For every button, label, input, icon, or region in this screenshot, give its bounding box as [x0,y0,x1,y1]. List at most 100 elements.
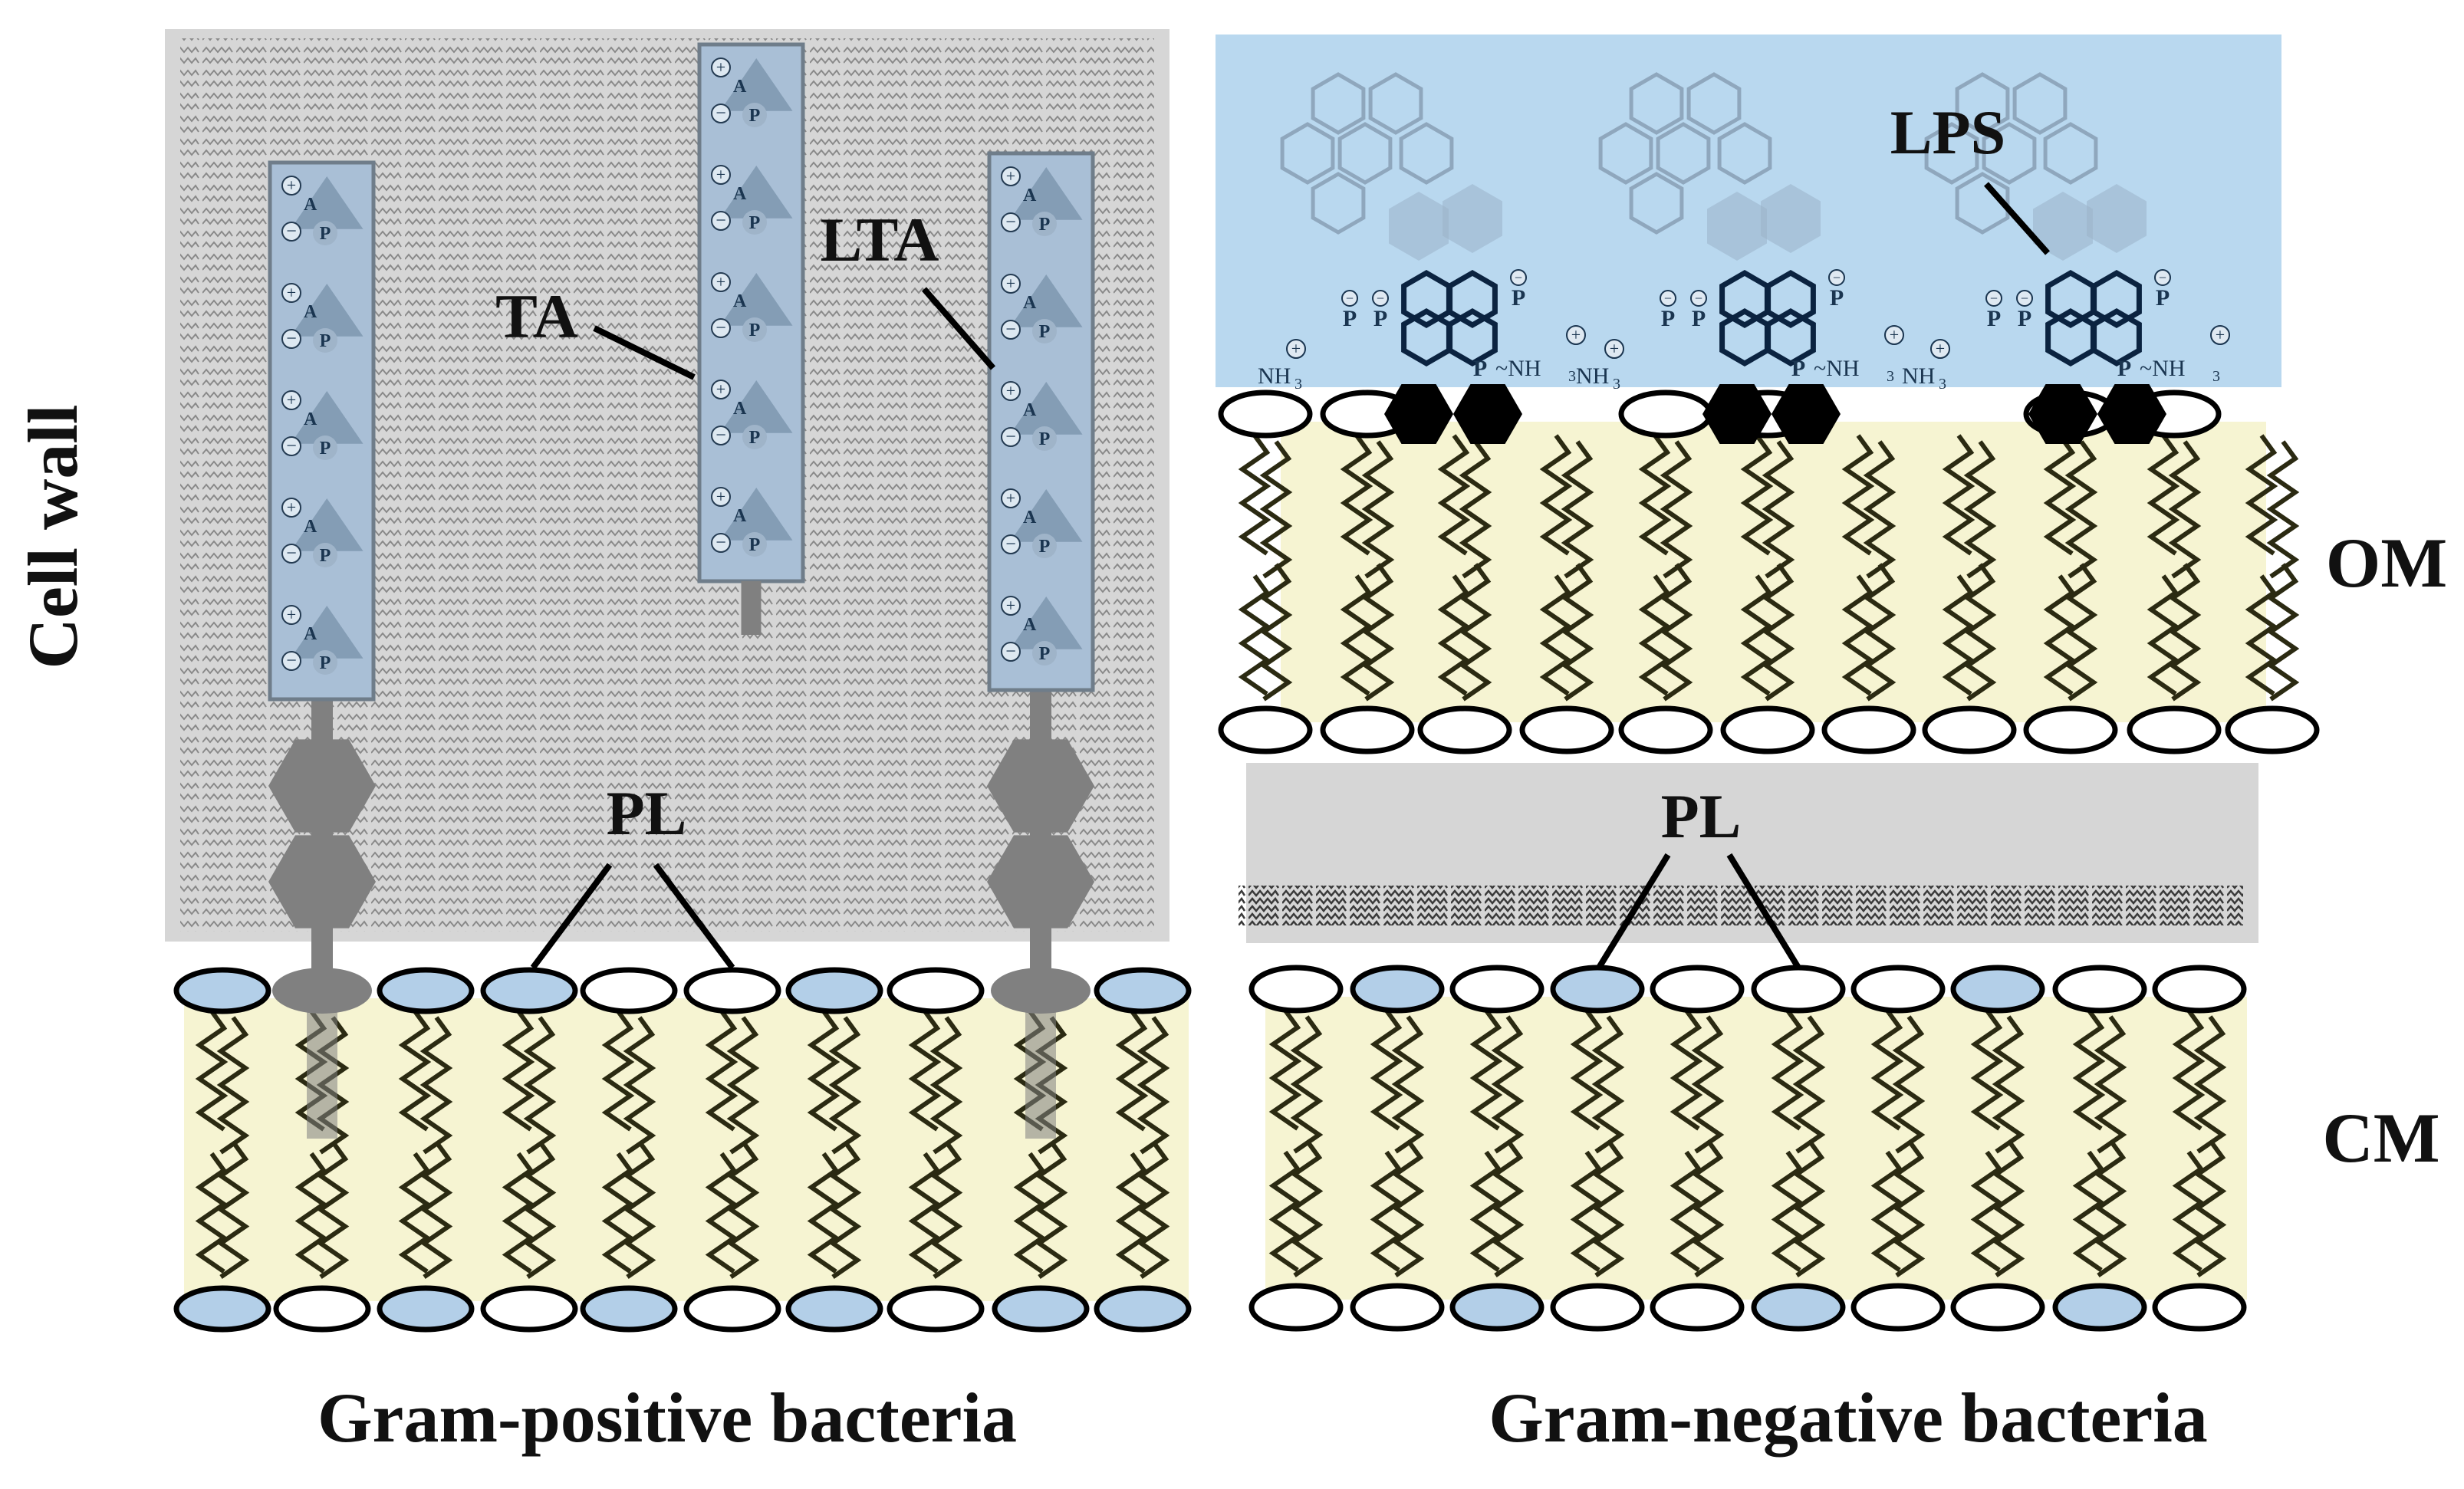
alanine-letter: A [304,195,317,215]
om-lipid-tail [1660,563,1693,702]
gn-pl-pointer-line-1 [1596,853,1671,970]
plus-sign: + [1571,325,1581,344]
plus-charge-circle [1001,488,1021,508]
minus-sign: − [1005,427,1016,447]
om-lipid-tail [1638,434,1672,556]
minus-sign: − [1005,642,1016,662]
o-antigen-ring [1629,172,1684,235]
om-lipid-tail [2147,574,2180,696]
alanine-letter: A [733,291,747,311]
o-antigen-ring [1311,172,1366,235]
gn-cm-inner-head [1950,1283,2045,1332]
plus-charge-circle [711,272,731,292]
gp-inner-head [580,1285,678,1333]
gn-cm-inner-head [1650,1283,1745,1332]
gn-cm-inner-head [1850,1283,1946,1332]
gp-lipid-tail [623,1016,656,1155]
om-lipid-tail [1638,574,1672,696]
gp-lipid-tail [726,1016,760,1155]
gp-inner-head [887,1285,985,1333]
minus-sign: − [1377,291,1384,306]
gp-lipid-tail [601,1152,635,1274]
phosphate-letter: P [320,546,331,566]
minus-charge-circle [1985,290,2002,307]
om-lipid-tail [1340,434,1373,556]
core-oligosaccharide [2033,192,2093,261]
plus-sign: + [287,605,296,624]
cm-label: CM [2322,1099,2439,1177]
gn-cm-lipid-tail [1370,1150,1403,1272]
phosphate-circle [1032,426,1057,451]
gn-cm-outer-head [1751,965,1846,1014]
om-inner-head [1618,705,1713,754]
minus-sign: − [1695,291,1702,306]
lta-anchor-tail [1025,1012,1056,1139]
gn-cm-inner-head [2152,1283,2247,1332]
phosphate-letter: P [320,331,331,351]
om-lipid-tail [1942,574,1975,696]
gn-cm-lipid-tail [1570,1150,1604,1272]
gn-cm-lipid-tail [1870,1009,1904,1131]
gp-lipid-tail [623,1140,656,1279]
outer-membrane [1218,390,2320,754]
om-lipid-tail [2266,563,2300,702]
cell-wall-label: Cell wall [14,405,92,669]
gp-lipid-tail [1013,1152,1047,1274]
plus-sign: + [716,165,725,184]
om-lipid-tail [2245,434,2278,556]
alanine-letter: A [1023,508,1037,528]
sugar-unit-shape [720,273,793,326]
lta-pointer-line [921,287,996,370]
gn-cm-inner-head [1449,1283,1545,1332]
gn-cm-inner-head [1550,1283,1645,1332]
om-outer-head [1218,390,1313,439]
plus-sign: + [1610,339,1619,358]
phosphate-letter: P [1987,306,2001,331]
gn-cm-lipid-tail [1970,1150,2004,1272]
gn-cm-lipid-tail [1892,1139,1926,1277]
phosphate-circle [1032,319,1057,343]
gp-outer-head [1094,967,1192,1014]
o-antigen-ring [1955,172,2010,235]
lipid-a-ring [2091,269,2142,329]
minus-sign: − [286,544,297,564]
gp-lipid-tail [726,1140,760,1279]
gp-outer-head [887,967,985,1014]
plus-charge-circle [1001,274,1021,294]
minus-sign: − [286,651,297,671]
plus-charge-circle [1001,381,1021,401]
phosphate-letter: P [1039,429,1051,449]
minus-sign: − [1515,270,1522,285]
om-lipid-tail [1259,440,1293,579]
om-lipid-tail [1340,574,1373,696]
om-lipid-tail [1762,563,1795,702]
sugar-unit-shape [291,391,364,444]
gp-inner-head [173,1285,271,1333]
lipid-a-hexagon [2097,384,2166,444]
gn-cm-lipid-tail [1771,1150,1804,1272]
sugar-unit-shape [291,498,364,551]
nh3-text: NH [1258,363,1291,389]
plus-charge-circle [281,283,301,303]
gn-cm-lipid-tail [1892,1015,1926,1154]
gram-negative-caption: Gram-negative bacteria [1489,1379,2208,1457]
alanine-letter: A [304,409,317,429]
nh3-subscript: 3 [1568,368,1576,385]
gn-cm-outer-head [2052,965,2147,1014]
alanine-letter: A [304,624,317,644]
om-inner-head [2225,705,2320,754]
om-lipid-tail [1942,434,1975,556]
plus-sign: + [1936,339,1945,358]
gp-lipid-tail [216,1140,250,1279]
nh3-subscript: 3 [1295,376,1302,393]
om-lipid-tail [2266,440,2300,579]
gp-outer-head [377,967,475,1014]
om-label: OM [2326,524,2447,602]
lta-anchor-head [991,968,1091,1014]
phosphate-circle [742,425,767,449]
phosphate-letter: P [320,439,331,459]
nh3-text: NH [1576,363,1609,389]
minus-charge-circle [281,651,301,671]
nh3-subscript: 3 [1939,376,1946,393]
gp-inner-head [785,1285,883,1333]
